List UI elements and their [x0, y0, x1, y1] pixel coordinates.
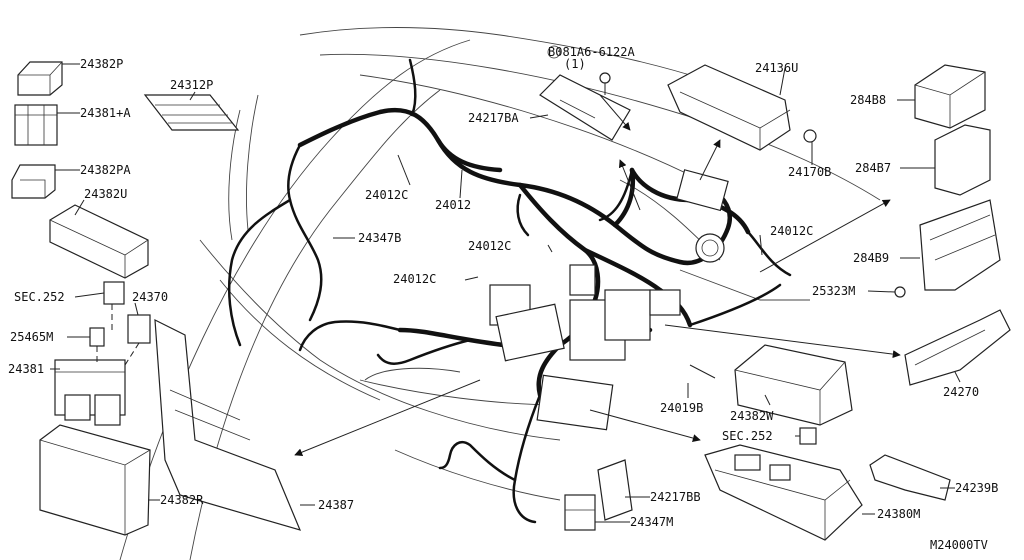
label-24217BA: 24217BA: [468, 111, 519, 125]
part-bolt-081A6: [599, 72, 611, 95]
part-sec252-relay: [103, 281, 125, 305]
part-24387: [154, 318, 302, 531]
label-284B7: 284B7: [855, 161, 891, 175]
label-24136U: 24136U: [755, 61, 798, 75]
label-284B9: 284B9: [853, 251, 889, 265]
label-24382P: 24382P: [80, 57, 123, 71]
label-24270: 24270: [943, 385, 979, 399]
label-24239B: 24239B: [955, 481, 998, 495]
label-284B8: 284B8: [850, 93, 886, 107]
label-24382U: 24382U: [84, 187, 127, 201]
part-24380M: [704, 444, 863, 541]
label-24012C-c: 24012C: [468, 239, 511, 253]
label-sec252-left: SEC.252: [14, 290, 65, 304]
label-24380M: 24380M: [877, 507, 920, 521]
center-relay-assembly: [489, 169, 729, 431]
label-24019B: 24019B: [660, 401, 703, 415]
label-24387: 24387: [318, 498, 354, 512]
part-24312P: [143, 94, 240, 131]
part-24382U: [49, 204, 149, 279]
part-24370: [127, 314, 151, 344]
bolt-symbol-circle: [547, 45, 561, 59]
part-24381: [54, 359, 126, 426]
label-24012C-b: 24012C: [770, 224, 813, 238]
leader-lines: [50, 63, 961, 523]
label-24312P: 24312P: [170, 78, 213, 92]
part-24170B: [803, 129, 817, 143]
label-24382W: 24382W: [730, 409, 774, 423]
part-24217BB: [597, 459, 633, 521]
part-24382P: [17, 61, 63, 96]
part-284B7: [934, 124, 991, 196]
part-25465M: [89, 327, 105, 347]
label-24170B: 24170B: [788, 165, 831, 179]
label-24217BB: 24217BB: [650, 490, 701, 504]
label-24012C-d: 24012C: [393, 272, 436, 286]
part-25323M: [894, 286, 906, 298]
direction-arrows: [294, 94, 901, 457]
label-bolt-qty: (1): [564, 57, 586, 71]
part-24381A: [14, 104, 58, 146]
label-24012C-a: 24012C: [365, 188, 408, 202]
label-24347B: 24347B: [358, 231, 401, 245]
label-bolt-081A6: B081A6-6122A: [548, 45, 635, 59]
label-24370: 24370: [132, 290, 168, 304]
label-24381: 24381: [8, 362, 44, 376]
label-25323M: 25323M: [812, 284, 855, 298]
diagram-code: M24000TV: [930, 538, 988, 552]
part-24347M: [564, 494, 596, 531]
label-24347M: 24347M: [630, 515, 673, 529]
part-labels: 24382P 24381+A 24382PA 24382U SEC.252 24…: [8, 45, 998, 552]
part-24270: [904, 309, 1011, 386]
part-24217BA: [539, 74, 631, 141]
label-24012: 24012: [435, 198, 471, 212]
part-sec252-fuse: [799, 427, 817, 445]
label-24382R: 24382R: [160, 493, 204, 507]
part-24136U: [667, 64, 791, 151]
part-284B9: [919, 199, 1001, 291]
label-24381A: 24381+A: [80, 106, 131, 120]
label-sec252-right: SEC.252: [722, 429, 773, 443]
part-24382PA: [11, 164, 56, 199]
part-24382W: [734, 344, 853, 426]
label-24382PA: 24382PA: [80, 163, 131, 177]
part-24382R: [39, 424, 151, 536]
part-284B8: [914, 64, 986, 129]
label-25465M: 25465M: [10, 330, 53, 344]
part-24239B: [869, 454, 951, 501]
